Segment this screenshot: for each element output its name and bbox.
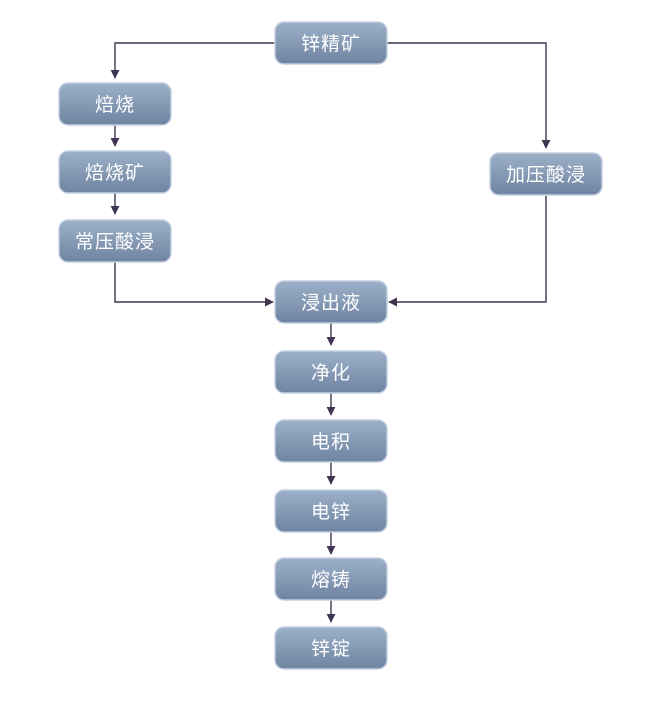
node-label: 电积	[311, 431, 351, 453]
node-purification: 净化	[274, 350, 388, 394]
node-label: 常压酸浸	[75, 231, 155, 253]
node-electrowinning: 电积	[274, 419, 388, 463]
node-label: 浸出液	[301, 292, 361, 314]
node-label: 加压酸浸	[506, 164, 586, 186]
node-zinc-ingot: 锌锭	[274, 626, 388, 670]
node-label: 焙烧矿	[85, 162, 145, 184]
node-calcine: 焙烧矿	[58, 150, 172, 194]
edge-atmospheric-leaching-to-leach-solution	[114, 262, 274, 307]
node-zinc-concentrate: 锌精矿	[274, 21, 388, 65]
node-roasting: 焙烧	[58, 82, 172, 126]
node-label: 电锌	[311, 501, 351, 523]
node-atmospheric-acid-leaching: 常压酸浸	[58, 219, 172, 263]
edge-concentrate-to-roasting	[110, 42, 275, 79]
node-label: 熔铸	[311, 569, 351, 591]
edge-concentrate-to-pressure-leaching	[387, 42, 551, 149]
node-label: 焙烧	[95, 94, 135, 116]
node-label: 净化	[311, 362, 351, 384]
node-electrolytic-zinc: 电锌	[274, 489, 388, 533]
node-label: 锌精矿	[301, 33, 361, 55]
node-label: 锌锭	[311, 638, 351, 660]
edge-pressure-leaching-to-leach-solution	[388, 196, 547, 307]
node-pressure-acid-leaching: 加压酸浸	[489, 152, 603, 196]
node-melting-casting: 熔铸	[274, 557, 388, 601]
node-leach-solution: 浸出液	[274, 280, 388, 324]
